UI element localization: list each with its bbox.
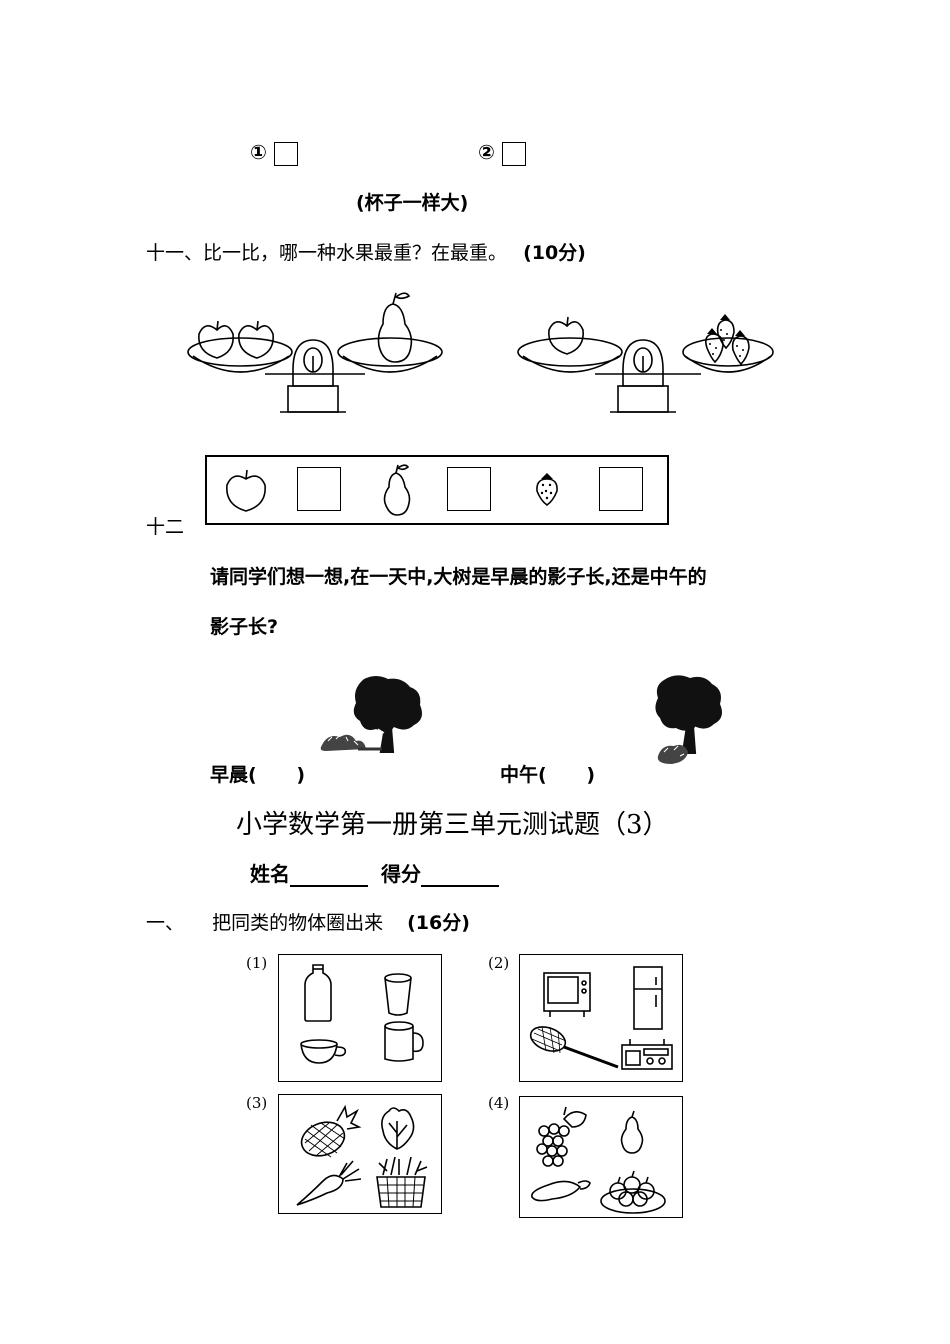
score-label: 得分 [380, 862, 421, 886]
q11-score: (10分) [523, 242, 586, 264]
name-blank[interactable] [290, 865, 368, 887]
fruit-order-answer-box [205, 455, 669, 525]
cup-note: (杯子一样大) [356, 192, 469, 214]
apple-icon [238, 325, 274, 359]
scale-apple-strawberries [517, 314, 774, 413]
strawberry-icon [716, 319, 735, 350]
cup-option-1-box[interactable] [273, 141, 298, 166]
box-3-label: (3) [246, 1094, 268, 1112]
cup-icon [300, 1039, 347, 1064]
name-label: 姓名 [250, 862, 290, 886]
grapes-icon [536, 1106, 587, 1167]
noon-label: 中午( ) [500, 764, 596, 786]
box-2-label: (2) [488, 954, 510, 972]
cup-option-1-label: ① [250, 140, 267, 164]
answer-slot-2[interactable] [447, 467, 491, 511]
test-title: 小学数学第一册第三单元测试题（3） [236, 810, 669, 840]
tv-icon [543, 972, 591, 1017]
q11-title: 十一、比一比，哪一种水果最重？在最重。 [146, 242, 508, 264]
tree-noon-icon [655, 675, 722, 764]
apple-icon [548, 321, 584, 355]
score-blank[interactable] [420, 865, 499, 887]
glass-icon [384, 973, 412, 1016]
q11-heading: 十一、比一比，哪一种水果最重？在最重。 (10分) [146, 238, 586, 265]
group-box-1[interactable] [278, 954, 442, 1082]
name-score-line: 姓名 得分 [250, 858, 499, 887]
refrigerator-icon [633, 966, 663, 1030]
answer-slot-1[interactable] [297, 467, 341, 511]
bottle-icon [304, 964, 332, 1022]
strawberry-icon [705, 333, 724, 364]
pear-icon [620, 1110, 644, 1154]
apple-icon [226, 469, 266, 512]
strawberry-icon [536, 473, 558, 506]
box-4-label: (4) [488, 1094, 510, 1112]
box-1-label: (1) [246, 954, 268, 972]
q12-number: 十二 [146, 516, 185, 538]
cup-option-2-box[interactable] [501, 141, 526, 166]
pear-icon [377, 303, 413, 363]
pear-icon [383, 464, 411, 516]
radio-icon [621, 1039, 673, 1070]
q1-heading: 一、 把同类的物体圈出来 (16分) [146, 908, 470, 935]
scale-apples-pear [187, 292, 443, 413]
morning-label: 早晨( ) [210, 764, 306, 786]
q1-text: 把同类的物体圈出来 [212, 912, 384, 934]
fruit-plate-icon [600, 1170, 666, 1214]
cup-option-2: ② [478, 140, 526, 166]
cup-option-1: ① [250, 140, 298, 166]
q12-line1: 请同学们想一想,在一天中,大树是早晨的影子长,还是中午的 [210, 566, 707, 588]
cup-option-2-label: ② [478, 140, 495, 164]
racket-icon [529, 1026, 619, 1069]
group-box-2[interactable] [519, 954, 683, 1082]
strawberry-icon [731, 335, 750, 366]
q1-number: 一、 [146, 912, 185, 934]
group-box-3[interactable] [278, 1094, 442, 1214]
radish-icon [296, 1160, 362, 1206]
answer-slot-3[interactable] [599, 467, 643, 511]
vegetable-greens-icon [381, 1107, 415, 1150]
q1-score: (16分) [407, 912, 470, 934]
group-box-4[interactable] [519, 1096, 683, 1218]
eggplant-icon [531, 1180, 591, 1202]
vegetable-basket-icon [376, 1156, 428, 1208]
tree-morning-icon [320, 676, 422, 753]
q12-line2: 影子长? [210, 616, 279, 638]
pineapple-icon [300, 1104, 362, 1158]
apple-icon [198, 325, 234, 359]
mug-icon [384, 1021, 424, 1062]
